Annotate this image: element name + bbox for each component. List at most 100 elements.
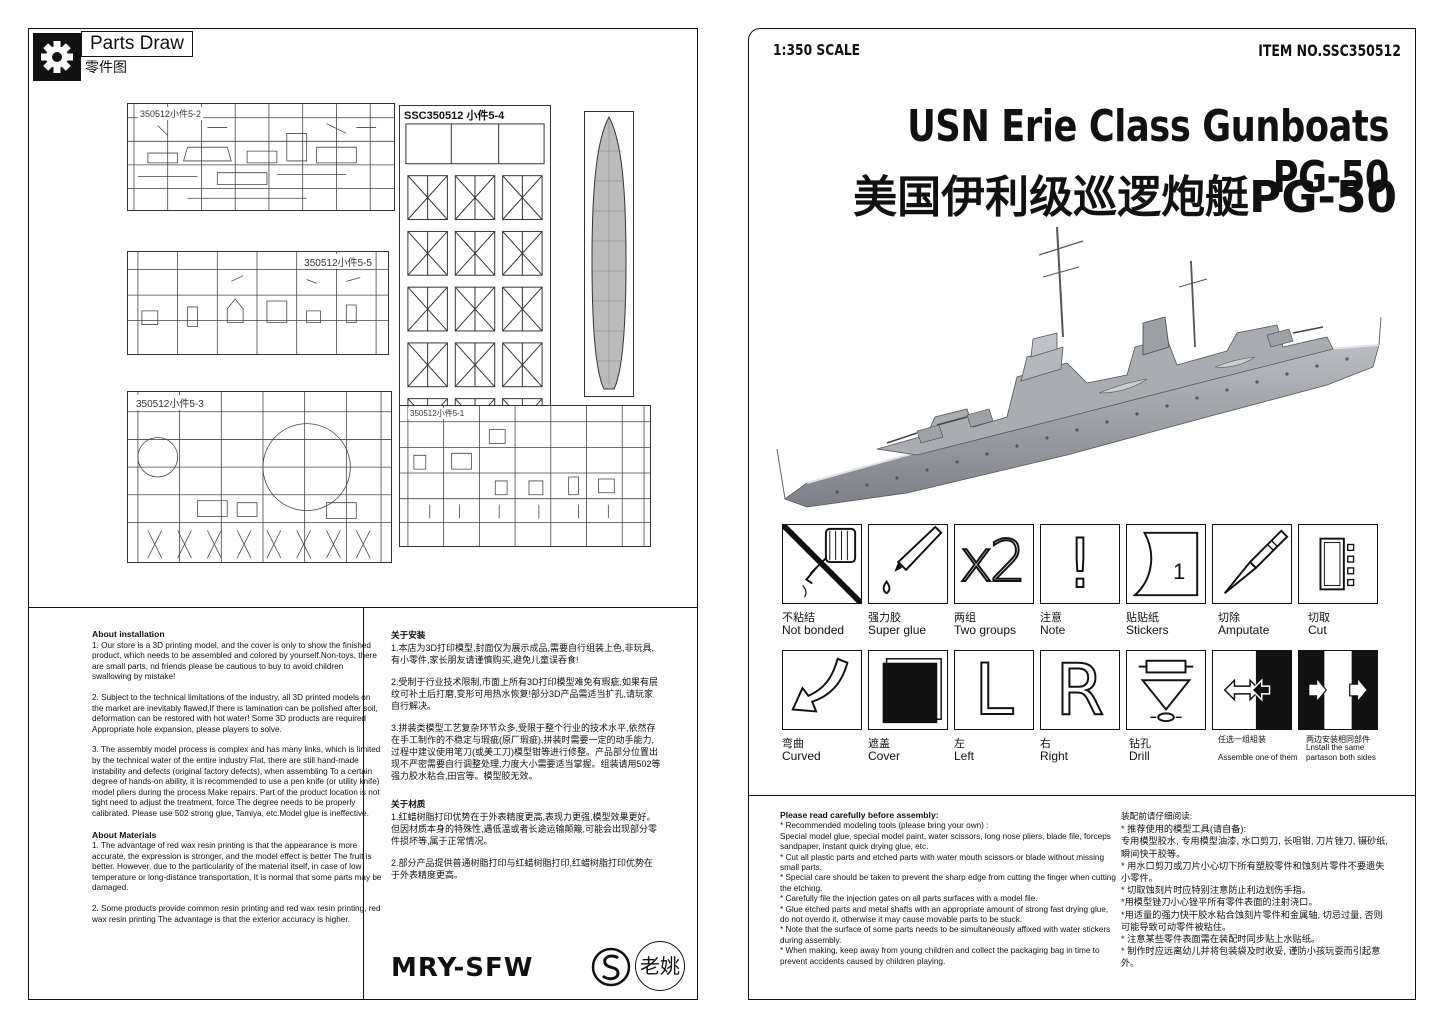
right-icon: R	[1055, 650, 1106, 730]
materials-cn-heading: 关于材质	[391, 799, 426, 809]
read-cn-line: 专用模型胶水, 专用模型油漆, 水口剪刀, 长咀钳, 刀片锉刀, 镊砂纸, 瞬间…	[1121, 836, 1388, 859]
install-cn-paragraph: 2.受制于行业技术限制,市面上所有3D打印模型难免有瑕疵,如果有层纹可补土后打磨…	[391, 677, 659, 711]
read-cn-line: *用模型锉刀小心锉平所有零件表面的注射浇口。	[1121, 897, 1318, 908]
read-en-heading: Please read carefully before assembly:	[780, 810, 939, 820]
about-installation-heading: About installation	[92, 629, 165, 639]
read-en-line: * Special care should be taken to preven…	[780, 873, 1116, 893]
icon-label-en: Assemble one of them	[1218, 753, 1298, 762]
brand-seal-text: 老姚	[640, 954, 680, 978]
gear-icon	[33, 33, 81, 81]
icon-label-cn: 两边安装相同部件	[1306, 735, 1370, 744]
icon-amputate	[1212, 524, 1292, 604]
icon-label-en: Cut	[1308, 623, 1327, 637]
sprue-label: 350512小件5-3	[134, 395, 206, 410]
about-installation-cn: 关于安装 1.本店为3D打印模型,封面仅为展示成品,需要自行组装上色,非玩具,有…	[391, 629, 661, 891]
materials-cn-paragraph: 1.红蜡树脂打印优势在于外表精度更高,表现力更强,模型效果更好。但因材质本身的特…	[391, 812, 658, 846]
icon-assemble-one	[1212, 650, 1292, 730]
read-en-line: * Cut all plastic parts and etched parts…	[780, 852, 1105, 873]
icon-label-en: Drill	[1129, 749, 1150, 763]
icon-stickers: 1	[1126, 524, 1206, 604]
item-number: ITEM NO.SSC350512	[1258, 41, 1401, 60]
cover-icon	[882, 658, 942, 724]
read-en-line: Special model glue, special model paint,…	[780, 831, 1111, 852]
sprue-label: 350512小件5-2	[138, 107, 204, 120]
sprue-5-2: 350512小件5-2	[127, 103, 395, 211]
icon-label-cn: 弯曲	[782, 738, 804, 750]
install-cn-paragraph: 3.拼装类模型工艺复杂环节众多,受限于整个行业的技术水平,依然存在手工制作的不稳…	[391, 723, 661, 781]
brand-logo: MRY-SFW	[391, 953, 534, 983]
gunboat-model-render	[776, 226, 1382, 508]
curved-icon	[791, 657, 849, 713]
icon-label-en: Amputate	[1218, 623, 1270, 637]
icon-label-en: Super glue	[868, 623, 927, 637]
icon-label-en: Curved	[782, 749, 821, 763]
icon-label-cn: 钻孔	[1129, 738, 1151, 750]
icon-label-en: Right	[1040, 749, 1069, 763]
icon-label-cn: 两组	[954, 612, 976, 624]
column-divider	[363, 607, 364, 999]
drill-icon	[1138, 659, 1194, 723]
icon-curved	[782, 650, 862, 730]
icon-label-en: Left	[954, 749, 975, 763]
sprue-label: SSC350512 小件5-4	[402, 107, 507, 123]
icon-label-cn: 右	[1040, 738, 1051, 750]
section-divider	[749, 795, 1415, 796]
materials-cn-paragraph: 2.部分产品提供普通树脂打印与红蜡树脂打印,红蜡树脂打印优势在于外表精度更高。	[391, 858, 654, 880]
install-paragraph: 2. Subject to the technical limitations …	[92, 692, 378, 734]
brand-seal: 老姚	[635, 941, 685, 991]
icon-label-cn: 贴贴纸	[1126, 612, 1159, 624]
cut-icon	[1319, 537, 1355, 591]
install-both-icon	[1299, 651, 1377, 729]
icon-note: !	[1040, 524, 1120, 604]
icon-label-cn: 切除	[1218, 612, 1240, 624]
read-before-assembly-cn: 装配前请仔细阅读: * 推荐使用的模型工具(请自备): 专用模型胶水, 专用模型…	[1121, 810, 1389, 970]
icon-label-cn: 强力胶	[868, 612, 901, 624]
icon-label-en: Two groups	[954, 623, 1017, 637]
icon-drill	[1126, 650, 1206, 730]
about-materials-heading: About Materials	[92, 829, 157, 840]
icon-label-cn: 注意	[1040, 612, 1062, 624]
sprue-label: 350512小件5-1	[408, 408, 467, 419]
product-title-en: USN Erie Class Gunboats PG-50	[907, 101, 1389, 203]
read-en-line: * When making, keep away from young chil…	[780, 946, 1100, 966]
stickers-icon: 1	[1173, 559, 1186, 584]
read-cn-line: * 切取蚀刻片时应特别注意防止利边划伤手指。	[1121, 885, 1311, 896]
sprue-label: 350512小件5-5	[302, 254, 374, 269]
read-en-line: * Recommended modeling tools (please bri…	[780, 821, 989, 831]
sprue-5-5: 350512小件5-5	[127, 251, 389, 355]
materials-paragraph: 1. The advantage of red wax resin printi…	[92, 841, 382, 893]
icon-label-cn: 遮盖	[868, 738, 890, 750]
note-icon: !	[1065, 525, 1094, 604]
install-paragraph: 1. Our store is a 3D printing model, and…	[92, 640, 377, 682]
install-cn-heading: 关于安装	[391, 630, 426, 640]
parts-draw-title: Parts Draw	[81, 31, 193, 57]
sprue-5-1: 350512小件5-1	[399, 405, 651, 547]
icon-label-en: Cover	[868, 749, 901, 763]
icon-cut	[1298, 524, 1378, 604]
icon-right: R	[1040, 650, 1120, 730]
read-cn-heading: 装配前请仔细阅读:	[1121, 811, 1193, 821]
icon-cover	[868, 650, 948, 730]
parts-draw-subtitle: 零件图	[85, 59, 127, 75]
icon-left: L	[954, 650, 1034, 730]
icon-label-en: Note	[1040, 623, 1066, 637]
read-cn-line: * 注意某些零件表面需在装配时同步贴上水贴纸。	[1121, 934, 1321, 945]
amputate-icon	[1223, 529, 1289, 595]
read-en-line: * Carefully file the injection gates on …	[780, 894, 1038, 904]
read-cn-line: * 用水口剪刀或刀片小心切下所有塑胶零件和蚀刻片零件不要遗失小零件。	[1121, 860, 1385, 884]
icon-label-cn: 任选一组組装	[1218, 735, 1266, 744]
brand-s-icon	[591, 947, 631, 987]
read-cn-line: * 推荐使用的模型工具(请自备):	[1121, 824, 1247, 835]
icon-label-cn: 左	[954, 738, 965, 750]
about-installation-en: About installation 1. Our store is a 3D …	[92, 629, 384, 935]
left-icon: L	[974, 650, 1015, 730]
two-groups-icon: x2	[958, 526, 1027, 596]
icon-two-groups: x2	[954, 524, 1034, 604]
read-en-line: * Note that the surface of some parts ne…	[780, 925, 1111, 945]
parts-draw-page: Parts Draw 零件图 350512小件5-2 SSC350512 小件5…	[28, 28, 698, 1000]
icon-label-en: Stickers	[1126, 623, 1169, 637]
super-glue-icon	[882, 525, 943, 595]
read-cn-line: *用适量的强力快干胶水粘合蚀刻片零件和金属轴, 切忌过量, 否则可能导致可动零件…	[1121, 909, 1383, 932]
scale-label: 1:350 SCALE	[773, 41, 861, 59]
sprue-5-3: 350512小件5-3	[127, 391, 392, 563]
